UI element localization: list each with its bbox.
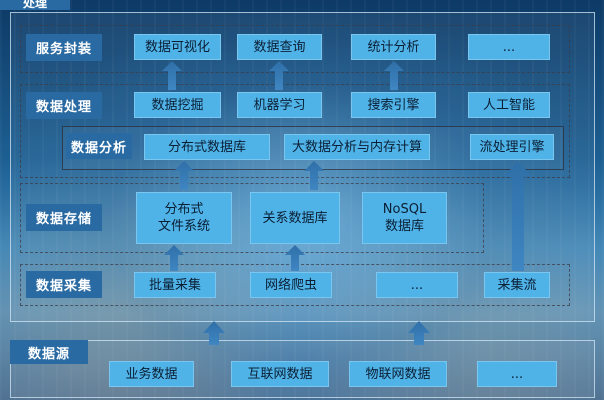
- service-layer-label: 服务封装: [26, 34, 102, 61]
- storage-item-nosql: NoSQL 数据库: [362, 192, 447, 244]
- analysis-item-bigdata-memory: 大数据分析与内存计算: [284, 134, 430, 160]
- arrow-up-icon: [164, 245, 305, 271]
- processing-item-ml: 机器学习: [237, 92, 322, 118]
- analysis-layer-label: 数据分析: [66, 133, 132, 159]
- service-layer-frame: [20, 25, 570, 73]
- source-layer-label: 数据源: [10, 340, 88, 364]
- platform-panel: [10, 12, 595, 322]
- service-item-more: ...: [468, 34, 550, 60]
- collection-item-crawler: 网络爬虫: [250, 272, 332, 298]
- analysis-item-stream-engine: 流处理引擎: [470, 134, 554, 160]
- storage-layer-label: 数据存储: [26, 204, 102, 231]
- processing-layer-label: 数据处理: [26, 92, 102, 119]
- storage-item-dfs: 分布式 文件系统: [136, 192, 232, 244]
- collection-item-more: ...: [376, 272, 458, 298]
- source-item-internet: 互联网数据: [231, 361, 329, 387]
- collection-layer-label: 数据采集: [26, 271, 102, 298]
- service-item-visualization: 数据可视化: [134, 34, 221, 60]
- arrow-up-icon: [203, 321, 430, 345]
- arrow-up-icon: [174, 161, 324, 190]
- storage-item-relational: 关系数据库: [250, 192, 340, 244]
- source-item-more: ...: [477, 361, 557, 387]
- processing-item-search: 搜索引擎: [351, 92, 436, 118]
- service-item-query: 数据查询: [237, 34, 322, 60]
- collection-item-batch: 批量采集: [134, 272, 216, 298]
- platform-title-tab: 处理: [0, 0, 70, 10]
- service-item-statistics: 统计分析: [351, 34, 436, 60]
- collection-item-stream: 采集流: [484, 272, 550, 298]
- processing-layer-frame: [20, 84, 570, 178]
- arrow-up-icon: [162, 61, 404, 90]
- arrow-up-icon: [504, 161, 532, 271]
- processing-item-mining: 数据挖掘: [134, 92, 221, 118]
- processing-item-ai: 人工智能: [468, 92, 550, 118]
- source-item-iot: 物联网数据: [349, 361, 447, 387]
- storage-layer-frame: [20, 183, 484, 253]
- source-item-business: 业务数据: [109, 361, 194, 387]
- analysis-item-distributed-db: 分布式数据库: [144, 134, 270, 160]
